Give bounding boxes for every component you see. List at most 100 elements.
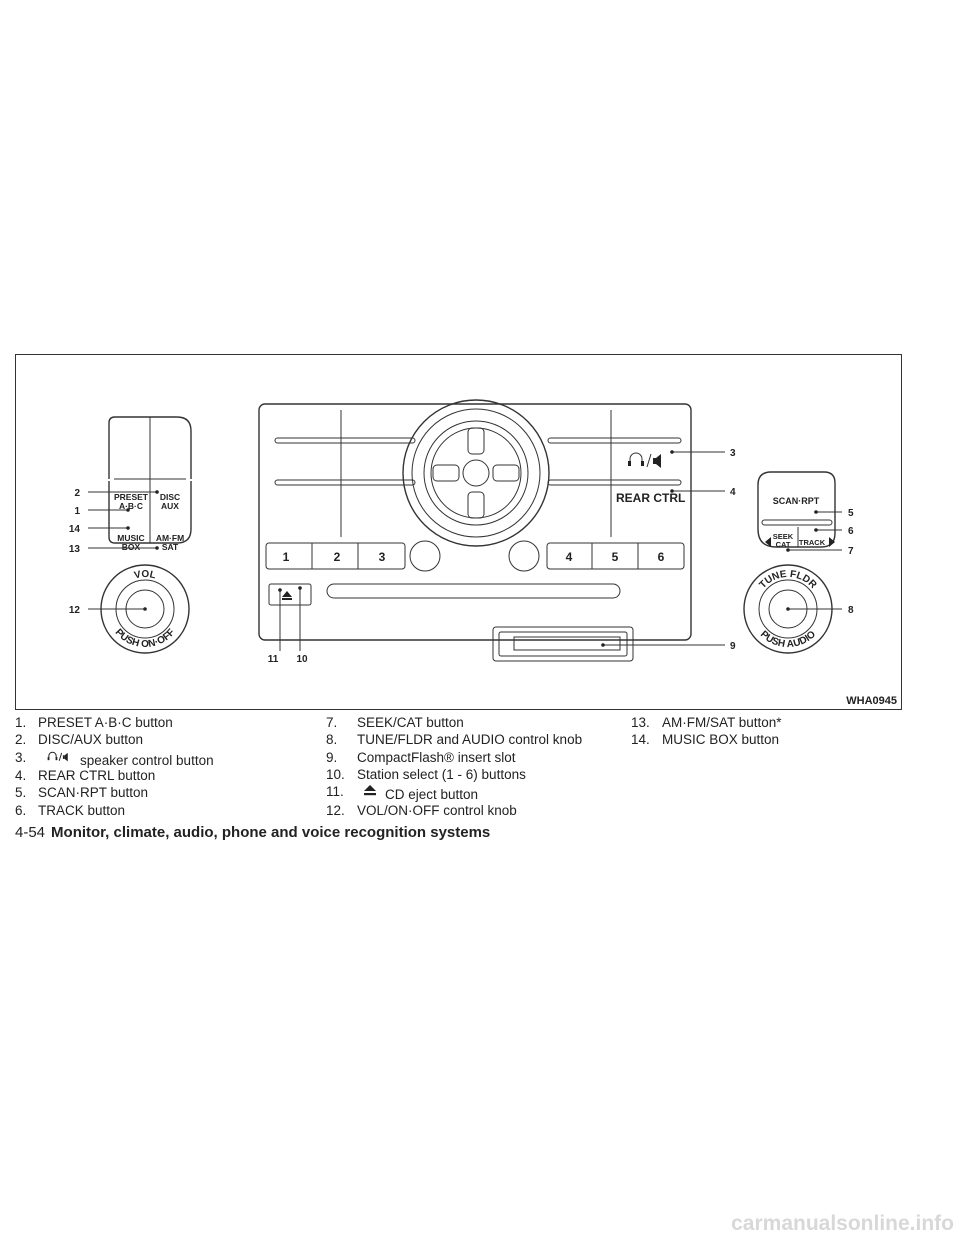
preset-3-label: 3 — [379, 550, 386, 564]
legend-item: 1. PRESET A·B·C button — [15, 714, 214, 731]
audio-unit-figure: REAR CTRL 1 2 3 4 5 6 — [15, 354, 902, 710]
legend-item: 3. speaker control button — [15, 749, 214, 768]
legend-number: 9. — [326, 749, 338, 765]
legend-text: TUNE/FLDR and AUDIO control knob — [357, 732, 583, 748]
legend-text: speaker control button — [80, 752, 214, 768]
legend-text: Station select (1 - 6) buttons — [357, 766, 526, 782]
section-title: Monitor, climate, audio, phone and voice… — [51, 824, 491, 841]
callout-14: 14 — [69, 524, 81, 535]
legend-column-2: 7.SEEK/CAT button 8. TUNE/FLDR and AUDIO … — [326, 714, 582, 819]
callout-11: 11 — [268, 654, 279, 665]
callout-12: 12 — [69, 605, 81, 616]
track-label: TRACK — [799, 538, 826, 547]
callout-4: 4 — [730, 487, 736, 498]
legend-number: 12. — [326, 802, 345, 818]
callout-5: 5 — [848, 508, 854, 519]
callout-13: 13 — [69, 544, 81, 555]
callout-lines — [88, 450, 842, 651]
rear-ctrl-label: REAR CTRL — [616, 491, 685, 505]
legend-item: 12. VOL/ON·OFF control knob — [326, 802, 582, 819]
legend-item: 2. DISC/AUX button — [15, 731, 214, 748]
callout-6: 6 — [848, 526, 854, 537]
legend-text: SCAN·RPT button — [38, 785, 149, 801]
legend-text: CompactFlash® insert slot — [357, 749, 516, 765]
preset-5-label: 5 — [612, 550, 619, 564]
preset-abc-label-1: PRESET — [114, 492, 149, 502]
callout-2: 2 — [74, 488, 80, 499]
preset-1-label: 1 — [283, 550, 290, 564]
center-dial — [402, 399, 550, 547]
track-right-icon — [829, 537, 835, 547]
amfm-sat-label-2: SAT — [162, 542, 179, 552]
right-small-knob — [508, 540, 540, 572]
legend-column-1: 1.PRESET A·B·C button 2.DISC/AUX button … — [15, 714, 214, 819]
eject-icon — [363, 783, 377, 802]
legend-number: 1. — [15, 715, 27, 730]
legend-number: 3. — [15, 749, 27, 765]
callout-9: 9 — [730, 641, 736, 652]
left-button-cluster: PRESET A·B·C DISC AUX MUSIC BOX AM·FM SA… — [108, 416, 192, 552]
station-select-buttons: 1 2 3 4 5 6 — [265, 542, 685, 570]
compactflash-outer — [492, 626, 634, 662]
preset-4-label: 4 — [566, 550, 573, 564]
legend-text: TRACK button — [38, 802, 126, 818]
legend-text: CD eject button — [385, 787, 479, 803]
legend-item: 13. AM·FM/SAT button* — [631, 714, 782, 731]
seek-left-icon — [765, 537, 771, 547]
legend-item: 9. CompactFlash® insert slot — [326, 749, 582, 766]
audio-unit-diagram: REAR CTRL 1 2 3 4 5 6 — [69, 399, 854, 665]
svg-text:VOL: VOL — [133, 569, 157, 581]
legend-item: 11. CD eject button — [326, 783, 582, 802]
preset-6-label: 6 — [658, 550, 665, 564]
legend-number: 10. — [326, 766, 345, 782]
disc-aux-label-2: AUX — [161, 501, 179, 511]
legend-number: 4. — [15, 768, 27, 784]
legend-item: 5. SCAN·RPT button — [15, 784, 214, 801]
legend-number: 6. — [15, 802, 27, 818]
legend-item: 14. MUSIC BOX button — [631, 731, 782, 748]
legend-item: 4. REAR CTRL button — [15, 767, 214, 784]
left-small-knob — [409, 540, 441, 572]
legend-item: 8. TUNE/FLDR and AUDIO control knob — [326, 731, 582, 748]
page-footer: 4-54 Monitor, climate, audio, phone and v… — [15, 824, 490, 841]
legend-text: MUSIC BOX button — [662, 732, 780, 748]
legend-text: DISC/AUX button — [38, 732, 144, 748]
callout-8: 8 — [848, 605, 854, 616]
callout-7: 7 — [848, 546, 854, 557]
seek-cat-label-1: SEEK — [773, 532, 794, 541]
vol-label: VOL — [133, 569, 157, 581]
legend-text: REAR CTRL button — [38, 768, 156, 784]
legend-item: 6. TRACK button — [15, 802, 214, 819]
compactflash-slot — [513, 636, 621, 651]
legend-text: SEEK/CAT button — [357, 715, 464, 730]
legend-text: AM·FM/SAT button* — [662, 715, 782, 730]
page-number: 4-54 — [15, 824, 46, 841]
legend-number: 8. — [326, 732, 338, 748]
cd-slot — [326, 583, 621, 599]
eject-icon — [282, 591, 292, 597]
headphone-speaker-icon — [44, 749, 72, 768]
legend-number: 13. — [631, 715, 650, 730]
legend-text: VOL/ON·OFF control knob — [357, 802, 517, 818]
legend-item: 7.SEEK/CAT button — [326, 714, 582, 731]
music-box-label-1: MUSIC — [117, 533, 144, 543]
legend-text: PRESET A·B·C button — [38, 715, 173, 730]
headphone-speaker-icon — [628, 452, 661, 468]
legend-item: 10. Station select (1 - 6) buttons — [326, 766, 582, 783]
eject-button-frame — [268, 583, 312, 606]
callout-10: 10 — [296, 654, 308, 665]
legend-number: 14. — [631, 732, 650, 748]
right-button-cluster: SCAN·RPT SEEK CAT TRACK — [757, 471, 836, 549]
legend-number: 2. — [15, 732, 27, 748]
figure-code: WHA0945 — [846, 695, 897, 707]
disc-aux-label-1: DISC — [160, 492, 180, 502]
preset-2-label: 2 — [334, 550, 341, 564]
music-box-label-2: BOX — [122, 542, 141, 552]
amfm-sat-label-1: AM·FM — [156, 533, 184, 543]
legend-number: 5. — [15, 785, 27, 801]
legend-column-3: 13. AM·FM/SAT button* 14. MUSIC BOX button — [631, 714, 782, 749]
watermark: carmanualsonline.info — [731, 1212, 954, 1235]
head-unit-outline — [258, 403, 692, 641]
seek-cat-label-2: CAT — [776, 540, 791, 549]
legend-number: 11. — [326, 784, 344, 800]
